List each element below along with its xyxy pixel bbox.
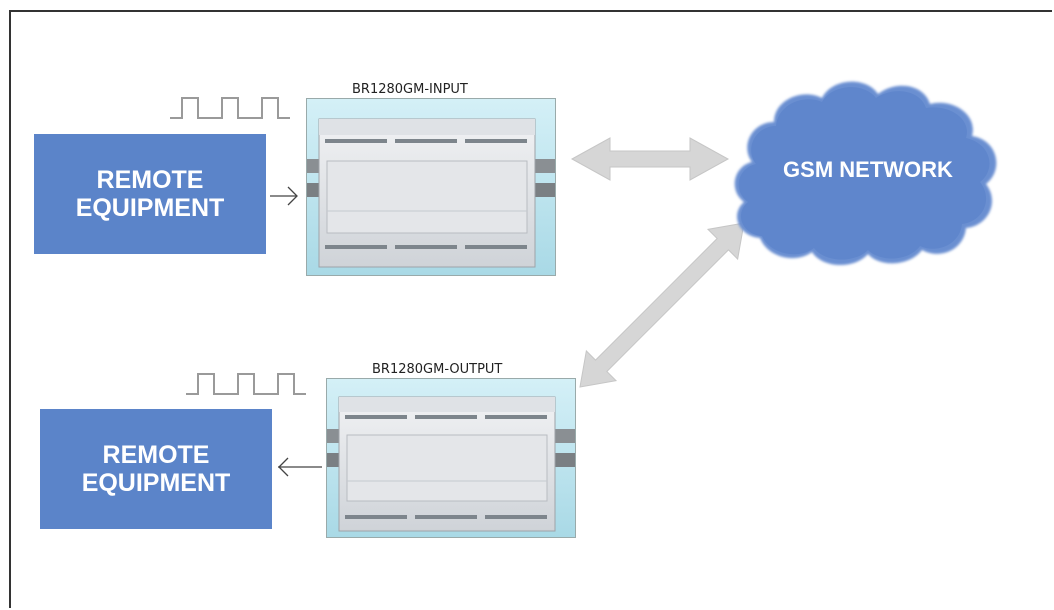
output-network-link-arrow (579, 222, 745, 388)
remote-equipment-bottom-line2: EQUIPMENT (81, 469, 231, 497)
remote-equipment-top-line2: EQUIPMENT (75, 194, 225, 222)
input-device-image (306, 98, 556, 276)
input-pulse-signal (170, 97, 290, 119)
output-pulse-signal (186, 373, 306, 395)
remote-equipment-top: REMOTE EQUIPMENT (34, 134, 266, 254)
input-network-link-arrow (570, 137, 730, 181)
input-signal-arrow (270, 186, 298, 206)
output-device-illustration (327, 379, 575, 537)
diagram-frame (9, 10, 1052, 608)
output-device-label: BR1280GM-OUTPUT (372, 362, 503, 377)
remote-equipment-bottom-line1: REMOTE (102, 441, 210, 469)
remote-equipment-top-line1: REMOTE (96, 166, 204, 194)
gsm-network-label: GSM NETWORK (783, 157, 953, 182)
gsm-network-cloud: GSM NETWORK (734, 81, 997, 266)
remote-equipment-bottom: REMOTE EQUIPMENT (40, 409, 272, 529)
input-device-illustration (307, 99, 555, 275)
output-device-image (326, 378, 576, 538)
output-signal-arrow (278, 457, 322, 477)
input-device-label: BR1280GM-INPUT (352, 82, 468, 97)
